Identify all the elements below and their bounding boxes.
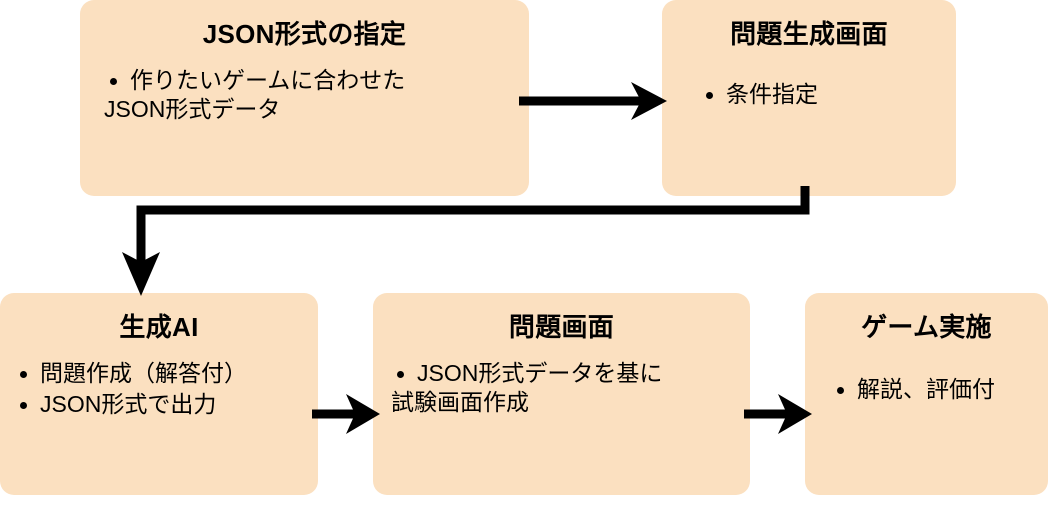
bullet-line-1: 問題作成（解答付） <box>40 359 247 386</box>
bullet-line-1: JSON形式で出力 <box>40 391 217 418</box>
bullet-item: JSON形式データを基に 試験画面作成 <box>391 359 750 418</box>
node-generative-ai-title: 生成AI <box>119 312 199 342</box>
bullet-line-1: 条件指定 <box>726 80 818 107</box>
bullet-item: 作りたいゲームに合わせた JSON形式データ <box>104 66 529 125</box>
node-question-gen[interactable]: 問題生成画面 条件指定 <box>662 0 956 196</box>
node-json-format-title: JSON形式の指定 <box>202 19 407 49</box>
node-question-screen-bullets: JSON形式データを基に 試験画面作成 <box>373 359 750 420</box>
arrow-question-gen-to-generative-ai <box>122 186 810 296</box>
bullet-line-1: 解説、評価付 <box>857 375 995 402</box>
node-game-play-title: ゲーム実施 <box>861 312 992 342</box>
arrow-json-format-to-question-gen <box>519 82 667 120</box>
node-question-screen-title: 問題画面 <box>508 312 615 342</box>
node-question-gen-bullets: 条件指定 <box>662 80 956 111</box>
node-json-format-bullets: 作りたいゲームに合わせた JSON形式データ <box>80 66 529 127</box>
bullet-line-2: JSON形式データ <box>104 96 281 123</box>
node-json-format[interactable]: JSON形式の指定 作りたいゲームに合わせた JSON形式データ <box>80 0 529 196</box>
node-game-play-bullets: 解説、評価付 <box>805 375 1048 406</box>
node-generative-ai[interactable]: 生成AI 問題作成（解答付） JSON形式で出力 <box>0 293 318 495</box>
bullet-line-1: 作りたいゲームに合わせた <box>130 66 406 93</box>
bullet-item: JSON形式で出力 <box>14 390 318 419</box>
bullet-line-2: 試験画面作成 <box>391 389 529 416</box>
bullet-item: 条件指定 <box>700 80 956 109</box>
node-generative-ai-bullets: 問題作成（解答付） JSON形式で出力 <box>0 359 318 422</box>
bullet-item: 解説、評価付 <box>831 375 1048 404</box>
bullet-item: 問題作成（解答付） <box>14 359 318 388</box>
bullet-line-1: JSON形式データを基に <box>417 359 663 386</box>
node-question-screen[interactable]: 問題画面 JSON形式データを基に 試験画面作成 <box>373 293 750 495</box>
node-game-play[interactable]: ゲーム実施 解説、評価付 <box>805 293 1048 495</box>
node-question-gen-title: 問題生成画面 <box>730 19 888 49</box>
